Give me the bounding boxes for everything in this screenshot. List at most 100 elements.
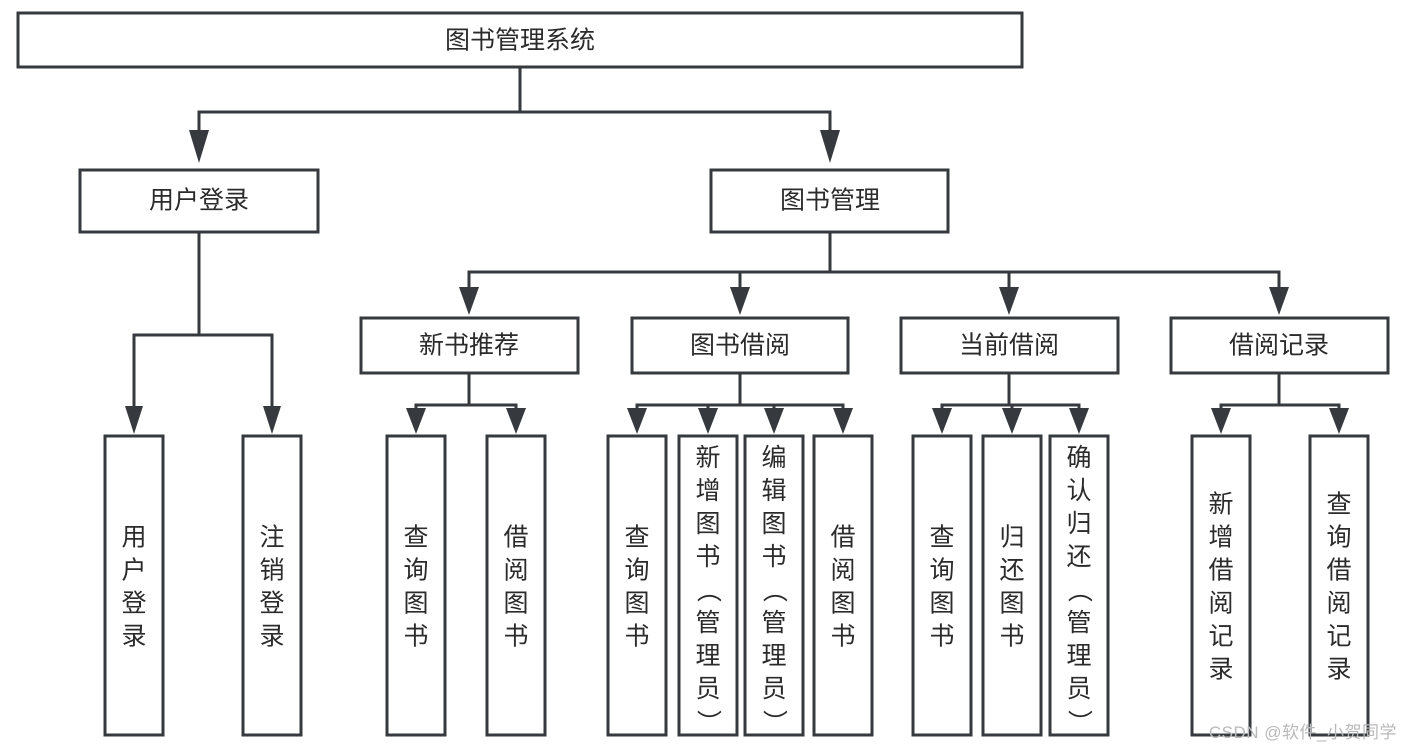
node-new-book-recommend[interactable]: 新书推荐 xyxy=(359,316,580,375)
node-leaf-add-book-admin-char: ） xyxy=(694,709,722,734)
arrow-head-icon xyxy=(999,287,1019,315)
node-new-book-recommend-box[interactable] xyxy=(359,316,580,375)
node-leaf-query-book-current-char: 图 xyxy=(929,590,954,618)
node-leaf-query-borrow-record-char: 阅 xyxy=(1326,590,1351,618)
arrow-head-icon xyxy=(189,130,209,163)
node-leaf-logout-box[interactable] xyxy=(241,434,303,737)
node-leaf-return-book-char: 图 xyxy=(999,590,1024,618)
node-leaf-return-book-char: 书 xyxy=(999,623,1024,651)
node-leaf-user-login-char: 录 xyxy=(121,623,146,651)
arrow-head-icon xyxy=(1269,287,1289,315)
node-leaf-query-book-recommend-char: 图 xyxy=(403,590,428,618)
node-leaf-add-book-admin-char: 理 xyxy=(695,642,720,670)
node-leaf-add-book-admin-char: 书 xyxy=(695,543,720,571)
node-leaf-add-borrow-record-char: 借 xyxy=(1208,557,1233,585)
node-leaf-query-book-borrow-box[interactable] xyxy=(606,434,668,737)
node-root-label: 图书管理系统 xyxy=(445,27,595,55)
node-leaf-add-borrow-record-char: 记 xyxy=(1208,623,1233,651)
node-book-management-label: 图书管理 xyxy=(780,187,880,215)
node-leaf-query-book-recommend-char: 书 xyxy=(403,623,428,651)
node-leaf-add-borrow-record-char: 新 xyxy=(1208,491,1233,519)
node-leaf-add-book-admin-box[interactable] xyxy=(677,434,739,737)
node-leaf-add-book-admin-char: （ xyxy=(694,577,722,602)
node-leaf-user-login-char: 户 xyxy=(121,557,146,585)
node-leaf-query-book-current-box[interactable] xyxy=(911,434,973,737)
node-leaf-confirm-return-admin-box[interactable] xyxy=(1048,434,1110,737)
arrow-head-icon xyxy=(125,406,143,434)
arrow-head-icon xyxy=(1329,408,1349,434)
node-leaf-logout-char: 注 xyxy=(259,524,284,552)
node-book-management-box[interactable] xyxy=(709,168,950,234)
node-leaf-edit-book-admin-char: 理 xyxy=(761,642,786,670)
node-current-borrow[interactable]: 当前借阅 xyxy=(899,316,1120,375)
node-leaf-edit-book-admin-char: 图 xyxy=(761,510,786,538)
node-borrow-records-box[interactable] xyxy=(1169,316,1390,375)
node-leaf-query-borrow-record-char: 借 xyxy=(1326,557,1351,585)
node-leaf-add-borrow-record-box[interactable] xyxy=(1190,434,1252,737)
node-leaf-user-login[interactable]: 用户登录 xyxy=(103,434,165,737)
node-leaf-borrow-book-char: 阅 xyxy=(830,557,855,585)
node-current-borrow-box[interactable] xyxy=(899,316,1120,375)
node-leaf-add-borrow-record-char: 增 xyxy=(1208,524,1233,552)
node-user-login-box[interactable] xyxy=(78,168,320,234)
node-leaf-add-book-admin-char: 新 xyxy=(695,444,720,472)
node-leaf-edit-book-admin-char: ） xyxy=(760,709,788,734)
edge-group-book-management-to-level3 xyxy=(459,230,1289,315)
node-root-box[interactable] xyxy=(16,11,1024,69)
node-leaf-add-borrow-record-char: 录 xyxy=(1208,656,1233,684)
node-new-book-recommend-label: 新书推荐 xyxy=(419,332,519,360)
arrow-head-icon xyxy=(1211,408,1231,434)
arrow-head-icon xyxy=(406,408,426,434)
edge-group-new-book-recommend-to-leaves xyxy=(406,371,526,434)
node-leaf-return-book-char: 还 xyxy=(999,557,1024,585)
arrow-head-icon xyxy=(506,408,526,434)
node-leaf-add-book-admin-char: 图 xyxy=(695,510,720,538)
node-leaf-borrow-book-recommend-char: 借 xyxy=(503,524,528,552)
node-book-borrow[interactable]: 图书借阅 xyxy=(630,316,850,375)
edge-group-borrow-records-to-leaves xyxy=(1211,371,1349,434)
node-leaf-query-borrow-record-char: 查 xyxy=(1326,491,1351,519)
node-leaf-query-borrow-record-char: 记 xyxy=(1326,623,1351,651)
node-leaf-query-book-recommend-char: 询 xyxy=(403,557,428,585)
node-leaf-query-book-current-char: 询 xyxy=(929,557,954,585)
node-leaf-query-borrow-record-box[interactable] xyxy=(1308,434,1370,737)
edge-group-user-login-to-leaves xyxy=(125,230,281,434)
node-leaf-confirm-return-admin-char: 确 xyxy=(1066,444,1091,472)
arrow-head-icon xyxy=(263,406,281,434)
node-leaf-query-borrow-record-char: 录 xyxy=(1326,656,1351,684)
node-leaf-edit-book-admin-char: 编 xyxy=(761,444,786,472)
arrow-head-icon xyxy=(627,408,647,434)
node-leaf-user-login-char: 用 xyxy=(121,524,146,552)
node-leaf-edit-book-admin-box[interactable] xyxy=(743,434,805,737)
node-leaf-confirm-return-admin-char: （ xyxy=(1065,577,1093,602)
node-leaf-query-book-recommend-box[interactable] xyxy=(385,434,447,737)
node-leaf-confirm-return-admin-char: 员 xyxy=(1066,675,1091,703)
node-leaf-borrow-book-char: 书 xyxy=(830,623,855,651)
node-book-borrow-box[interactable] xyxy=(630,316,850,375)
node-leaf-borrow-book-recommend-box[interactable] xyxy=(485,434,547,737)
node-leaf-confirm-return-admin-char: 认 xyxy=(1066,477,1091,505)
node-leaf-user-login-box[interactable] xyxy=(103,434,165,737)
node-leaf-return-book-box[interactable] xyxy=(981,434,1043,737)
node-book-management[interactable]: 图书管理 xyxy=(709,168,950,234)
node-borrow-records[interactable]: 借阅记录 xyxy=(1169,316,1390,375)
node-user-login[interactable]: 用户登录 xyxy=(78,168,320,234)
node-leaf-query-book-recommend-char: 查 xyxy=(403,524,428,552)
node-leaf-add-borrow-record-char: 阅 xyxy=(1208,590,1233,618)
node-leaf-query-book-current-char: 查 xyxy=(929,524,954,552)
node-leaf-borrow-book-box[interactable] xyxy=(812,434,874,737)
node-root[interactable]: 图书管理系统 xyxy=(16,11,1024,69)
